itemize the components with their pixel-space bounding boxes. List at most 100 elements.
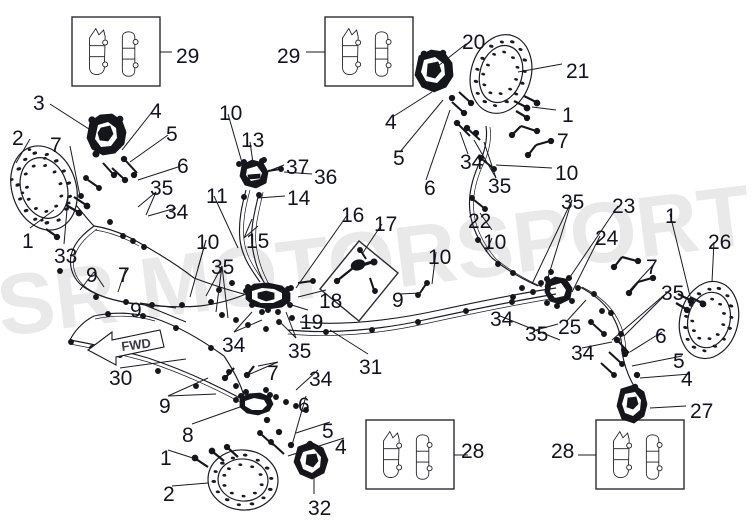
callout-number: 7 [646,256,658,279]
callout-number: 24 [595,227,619,250]
bolt-group-lower-mid [221,365,255,382]
callout-number: 17 [374,213,398,236]
callout-number: 34 [571,342,595,365]
callout-number: 4 [385,111,397,134]
right-junction-fittings [510,269,581,306]
brake-disc-rear-left [207,449,279,511]
callout-number: 1 [160,447,172,470]
callout-number: 33 [54,245,78,268]
callout-number: 35 [661,282,685,305]
inset-box-28-right [578,419,685,490]
callout-number: 6 [424,177,436,200]
callout-number: 10 [555,162,579,185]
callout-number: 13 [241,129,265,152]
callout-number: 22 [468,210,492,233]
caliper-front-right [414,49,454,93]
callout-number: 27 [690,400,714,423]
callout-number: 1 [22,230,34,253]
callout-number: 6 [177,155,189,178]
fwd-orientation-arrow: FWD [86,329,165,366]
callout-number: 34 [165,201,189,224]
callout-number: 35 [488,175,512,198]
callout-number: 5 [393,147,405,170]
callout-number: 10 [483,231,507,254]
callout-number: 36 [314,166,338,189]
callout-number: 21 [566,60,590,83]
callout-number: 9 [86,264,98,287]
callout-number: 34 [309,368,333,391]
watermark-text: SSR MOTORSPORTS [0,160,752,362]
caliper-bolt-group-rear-left [257,416,295,455]
center-junction-block [244,282,291,313]
caliper-bolt-group-front-right [448,91,481,141]
callout-number: 15 [246,230,270,253]
callout-number: 10 [428,246,452,269]
callout-number: 26 [708,231,732,254]
callout-number: 7 [557,130,569,153]
callout-number: 7 [118,264,130,287]
callout-number: 9 [392,289,404,312]
callout-number: 28 [551,440,575,463]
disc-bolt-group-front-left [45,196,91,241]
callout-number: 3 [33,92,45,115]
lower-junction-block [237,391,274,416]
callout-number: 10 [219,102,243,125]
callout-number: 8 [182,424,194,447]
callout-number: 34 [490,308,514,331]
disc-bolt-group-front-right [513,95,541,122]
caliper-front-left [86,113,127,156]
callout-number: 9 [130,299,142,322]
callout-number: 32 [308,497,332,520]
inset-box-29-right [306,16,414,87]
fwd-arrow-label: FWD [121,335,152,353]
callout-number: 10 [196,231,220,254]
callout-number: 16 [341,204,365,227]
callout-number: 1 [665,205,677,228]
brake-line-rear-right [577,285,635,387]
callout-number: 7 [267,362,279,385]
callout-number: 4 [681,368,693,391]
caliper-bolt-group-rear-right [600,336,641,379]
callout-number: 37 [286,156,310,179]
callout-number: 30 [109,367,133,390]
callout-number: 25 [558,316,582,339]
callout-number: 19 [300,311,324,334]
callout-number: 20 [462,31,486,54]
inset-box-29-left [71,16,172,87]
brake-disc-front-left [10,145,78,231]
callout-number: 5 [322,420,334,443]
callout-number: 28 [461,440,485,463]
brake-line-lower-left [68,311,245,403]
callout-number: 34 [460,151,484,174]
right-junction-block [543,274,573,309]
callout-number: 23 [612,195,636,218]
callout-number: 31 [359,356,383,379]
callout-number: 6 [655,325,667,348]
disc-bolt-group-rear-left [191,443,239,468]
callout-number: 2 [163,483,175,506]
callout-number: 5 [673,350,685,373]
callout-number: 29 [277,45,301,68]
callout-number: 4 [335,436,347,459]
callout-number: 35 [211,256,235,279]
callout-number: 9 [159,395,171,418]
master-cylinder-fittings [236,157,284,200]
callout-number: 35 [288,340,312,363]
inset-box-28-left [365,419,468,490]
callout-number: 7 [50,134,62,157]
callout-number: 29 [176,45,200,68]
callout-number: 4 [150,100,162,123]
callout-number: 35 [561,191,585,214]
callout-number: 1 [562,104,574,127]
callout-number: 35 [150,177,174,200]
upper-master-cylinder [239,157,269,189]
callout-number: 18 [319,290,343,313]
caliper-bolt-group-front-left [92,150,138,184]
caliper-rear-left [293,440,329,480]
callout-number: 5 [166,123,178,146]
caliper-rear-right [616,383,648,424]
callout-number: 35 [525,323,549,346]
callout-number: 6 [298,394,310,417]
